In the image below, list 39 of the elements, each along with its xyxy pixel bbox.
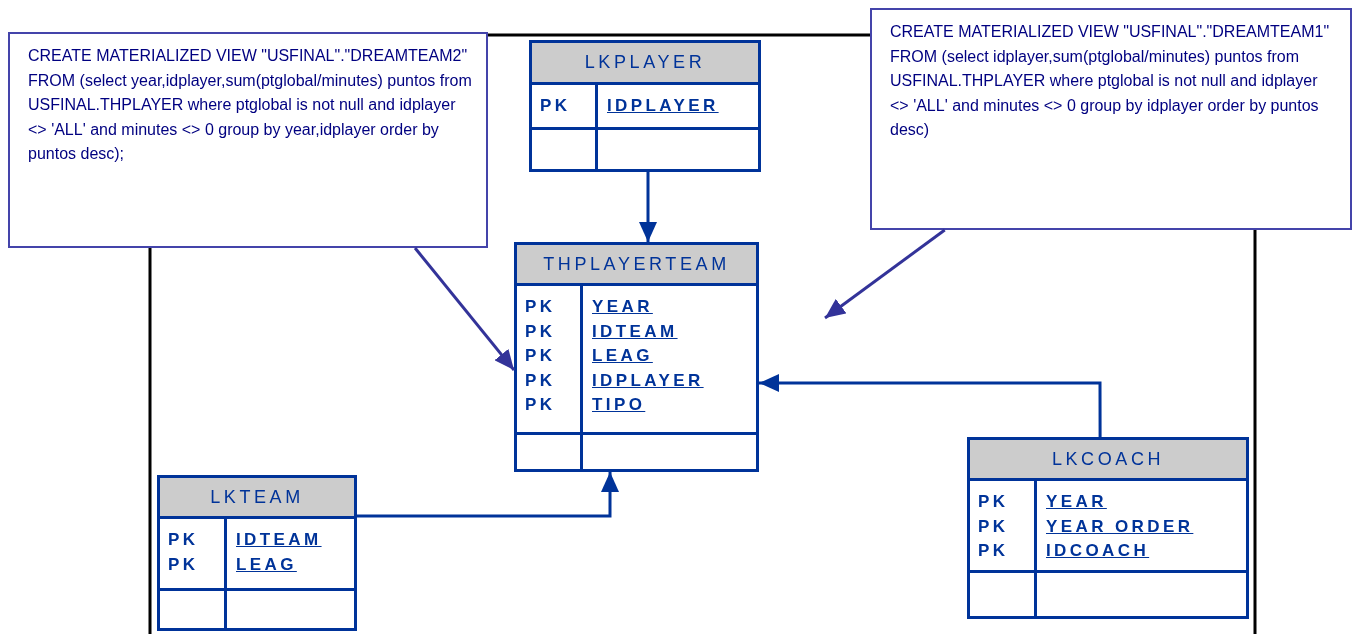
- field-name: LEAG: [236, 553, 297, 576]
- field-name: IDPLAYER: [607, 95, 719, 117]
- table-name: LKCOACH: [1051, 447, 1165, 471]
- note-box: [870, 8, 1352, 230]
- entity-table: [157, 475, 357, 631]
- field-name: LEAG: [592, 345, 653, 367]
- field-name: IDCOACH: [1046, 540, 1150, 562]
- note-box: [8, 32, 488, 248]
- key-label: PK: [168, 553, 200, 576]
- field-name: IDPLAYER: [592, 369, 704, 392]
- table-name: LKPLAYER: [584, 51, 706, 74]
- entity-table: [967, 437, 1249, 619]
- key-label: PK: [978, 515, 1010, 538]
- leader-arrow: [824, 228, 946, 320]
- field-name: YEAR: [592, 296, 653, 318]
- table-name: THPLAYERTEAM: [543, 252, 730, 276]
- field-name: YEAR: [1046, 491, 1107, 513]
- key-label: PK: [525, 369, 557, 392]
- key-label: PK: [525, 394, 557, 416]
- sql-statement: CREATE MATERIALIZED VIEW "USFINAL"."DREAMTEAM2" FROM (select year,idplayer,sum(ptglobal/minutes) puntos from USFINAL.THPLAYER where ptglobal is not null and idplayer <> 'ALL' and minutes <> 0 group by year,idplayer order by puntos desc);: [28, 46, 473, 165]
- relationship-arrow: [759, 374, 1102, 437]
- field-name: IDTEAM: [592, 320, 678, 343]
- key-label: PK: [525, 345, 557, 367]
- relationship-arrow: [357, 472, 619, 518]
- key-label: PK: [978, 491, 1010, 513]
- field-name: YEAR ORDER: [1046, 515, 1194, 538]
- relationship-arrow: [639, 172, 657, 242]
- sql-statement: CREATE MATERIALIZED VIEW "USFINAL"."DREAMTEAM1" FROM (select idplayer,sum(ptglobal/minutes) puntos from USFINAL.THPLAYER where ptglobal is not null and idplayer <> 'ALL' and minutes <> 0 group by idplayer order by puntos desc): [890, 22, 1331, 141]
- key-label: PK: [168, 529, 200, 551]
- entity-table: [514, 242, 759, 472]
- table-name: LKTEAM: [210, 485, 304, 509]
- key-label: PK: [978, 540, 1010, 562]
- leader-arrow: [413, 247, 516, 372]
- key-label: PK: [525, 320, 557, 343]
- field-name: IDTEAM: [236, 529, 322, 551]
- key-label: PK: [525, 296, 557, 318]
- field-name: TIPO: [592, 394, 646, 416]
- key-label: PK: [540, 95, 572, 117]
- entity-table: [529, 40, 761, 172]
